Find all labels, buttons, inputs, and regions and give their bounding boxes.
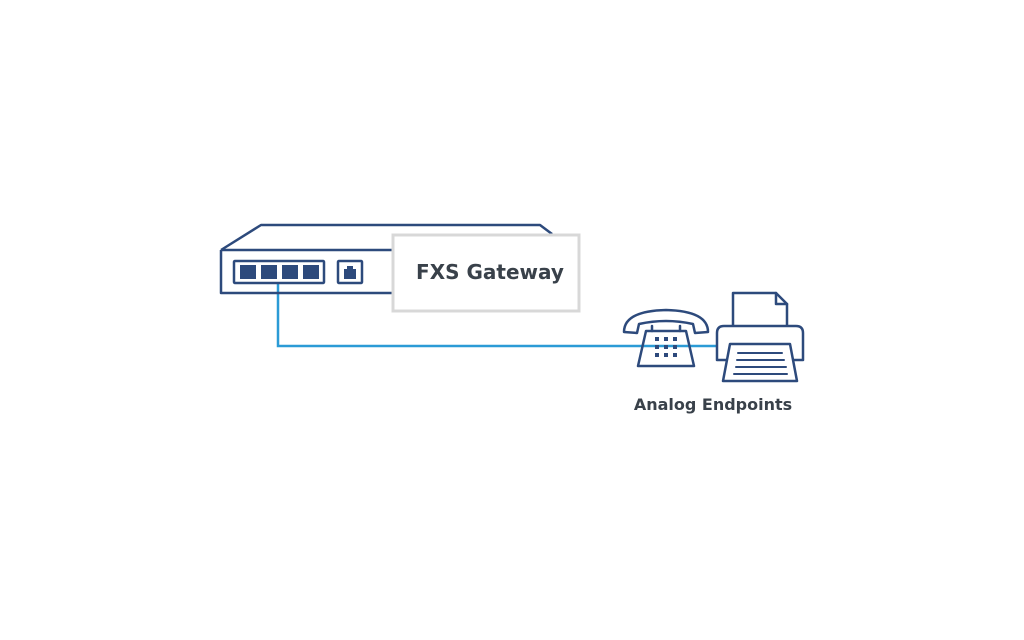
endpoints-label: Analog Endpoints bbox=[634, 395, 792, 414]
fax-icon bbox=[715, 291, 805, 383]
phone-keypad bbox=[655, 337, 677, 357]
gateway-port-panel bbox=[232, 259, 326, 285]
fxs-gateway-device bbox=[219, 223, 553, 295]
fxs-port-2 bbox=[261, 265, 277, 279]
ethernet-port-socket bbox=[344, 266, 356, 279]
fxs-port-3 bbox=[282, 265, 298, 279]
gateway-label: FXS Gateway bbox=[416, 260, 564, 284]
gateway-chassis-front bbox=[219, 248, 393, 295]
fax-paper-lines bbox=[733, 352, 788, 375]
phone-icon bbox=[622, 308, 710, 368]
gateway-label-box: FXS Gateway bbox=[391, 233, 581, 313]
gateway-chassis-top bbox=[220, 223, 553, 252]
connection-cable bbox=[276, 284, 716, 348]
fxs-port-1 bbox=[240, 265, 256, 279]
fxs-port-4 bbox=[303, 265, 319, 279]
